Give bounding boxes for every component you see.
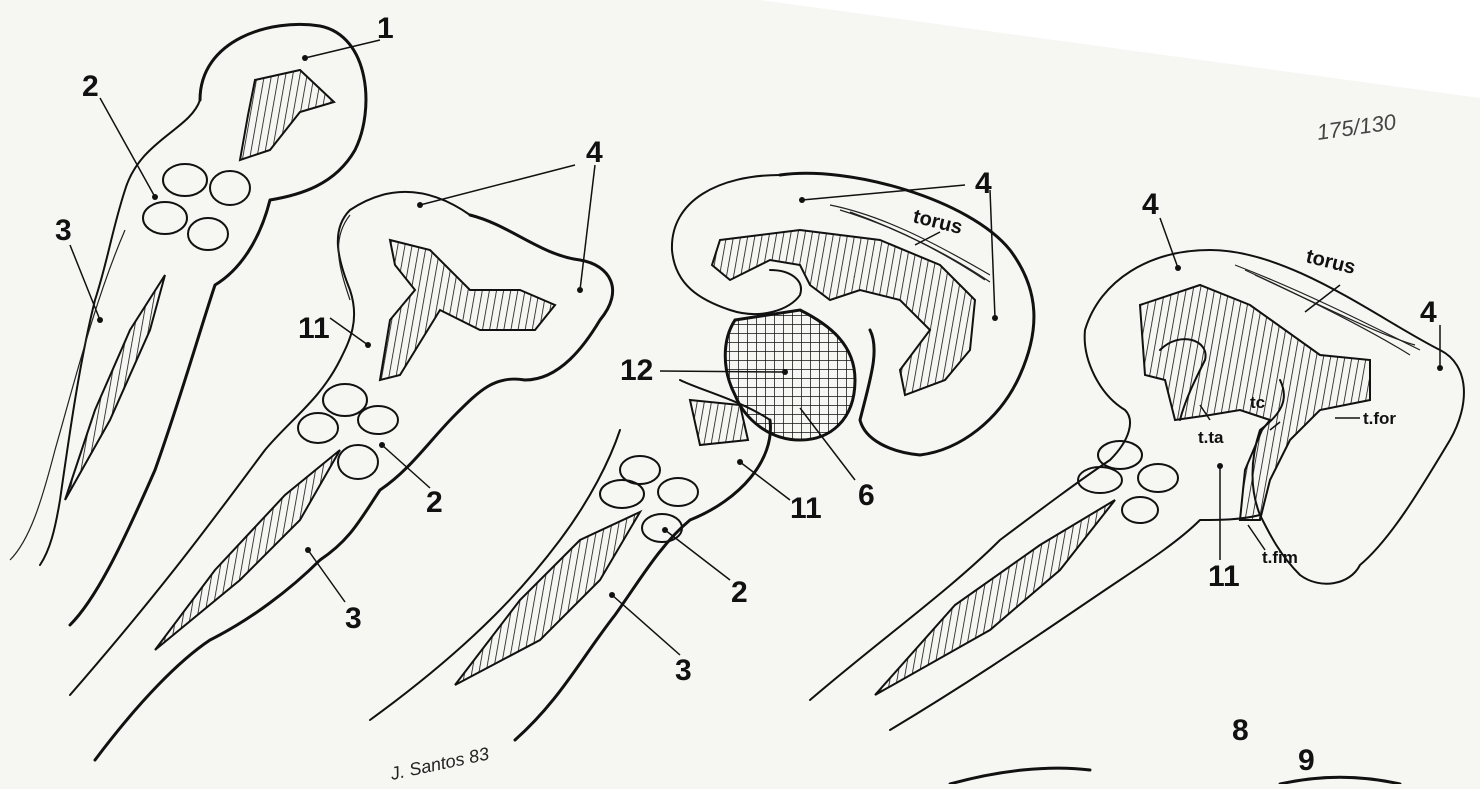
label-3: 3 [345,602,362,635]
nucleus-oval [163,164,207,196]
nucleus-oval [143,202,187,234]
label-11: 11 [298,312,330,345]
label-torus: torus [1304,246,1358,279]
section-4 [810,250,1464,730]
label-2: 2 [426,486,443,519]
nucleus-oval [600,480,644,508]
nucleus-oval [298,413,338,443]
label-1: 1 [377,12,394,45]
label-2: 2 [82,70,99,103]
nucleus-oval [358,406,398,434]
nucleus-oval [210,171,250,205]
label-2: 2 [731,576,748,609]
label-12: 12 [620,354,653,387]
label-8: 8 [1232,714,1249,747]
label-4: 4 [1420,296,1437,329]
nucleus-oval [1098,441,1142,469]
label-3: 3 [675,654,692,687]
label-9: 9 [1298,744,1315,777]
label-11: 11 [1208,560,1240,593]
nucleus-oval [1138,464,1178,492]
next-section-edge [1280,777,1400,784]
label-4: 4 [1142,188,1159,221]
nucleus-oval [338,445,378,479]
label-6: 6 [858,479,875,512]
label-3: 3 [55,214,72,247]
label-4: 4 [586,136,603,169]
nucleus-oval [658,478,698,506]
next-section-edge [950,768,1090,784]
corner-reference-note: 175/130 [1315,109,1398,145]
label-t-fim: t.fim [1262,548,1298,567]
artist-signature: J. Santos 83 [388,744,491,784]
label-tc: tc [1250,393,1265,412]
label-t-ta: t.ta [1198,428,1224,447]
label-4: 4 [975,167,992,200]
nucleus-oval [323,384,367,416]
label-11: 11 [790,492,822,525]
nucleus-oval [1078,467,1122,493]
nucleus-oval [188,218,228,250]
label-t-for: t.for [1363,409,1396,428]
nucleus-oval [1122,497,1158,523]
paper-corner [760,0,1480,98]
